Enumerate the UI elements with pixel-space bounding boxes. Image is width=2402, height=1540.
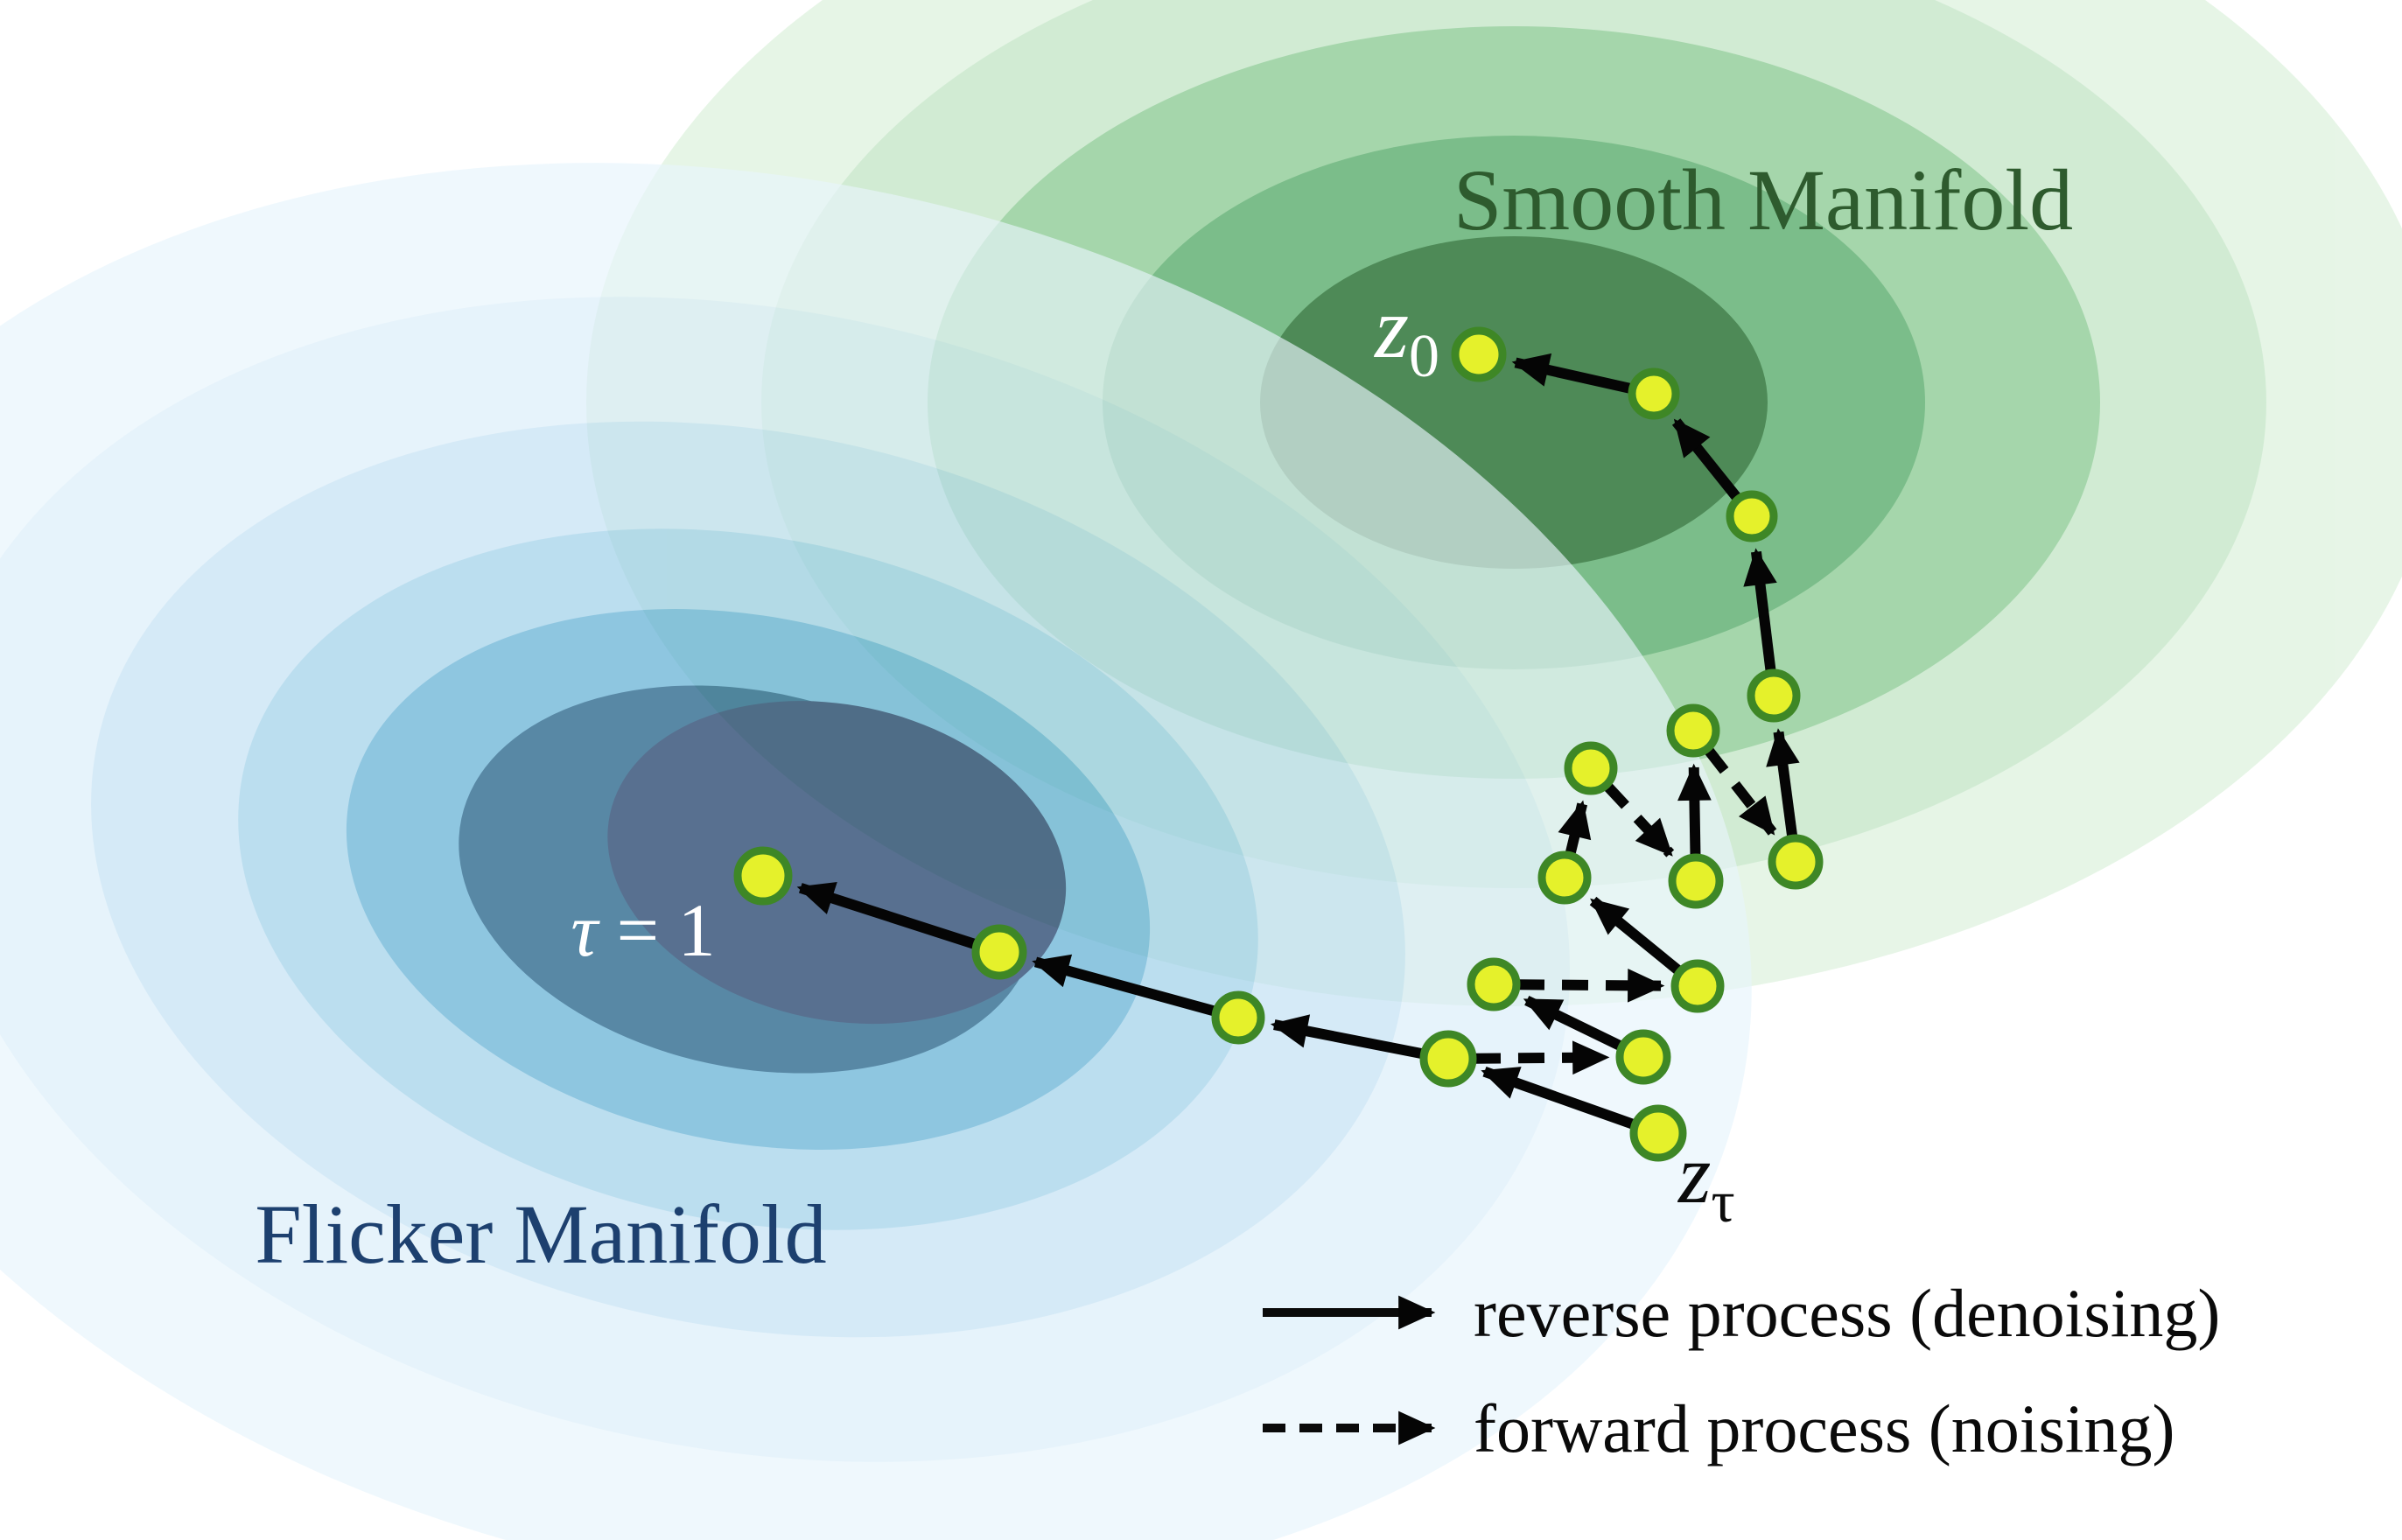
z-tau-label-main: z (1677, 1127, 1711, 1221)
flicker-manifold-ring-1 (607, 701, 1067, 1025)
latent-node-s7 (1668, 853, 1724, 909)
forward-process-arrow-s4-s8 (1704, 746, 1777, 836)
legend-label-reverse: reverse process (denoising) (1474, 1275, 2220, 1351)
latent-node-s2 (1726, 490, 1778, 542)
trajectory-edges-layer (796, 353, 1800, 1130)
z-tau-label-subscript: τ (1711, 1168, 1734, 1235)
latent-node-s6 (1537, 850, 1592, 905)
forward-process-arrow-s11-s12 (1474, 1040, 1610, 1075)
latent-node-tau1 (733, 846, 793, 906)
legend-row-forward-process: forward process (noising) (1263, 1390, 2174, 1466)
z-tau-label: zτ (1677, 1127, 1735, 1235)
reverse-process-arrow-s3-s2 (1743, 548, 1777, 672)
trajectory-nodes-layer (733, 326, 1824, 1162)
reverse-process-arrow-s1-z0 (1511, 353, 1632, 394)
latent-node-s11 (1419, 1030, 1477, 1088)
latent-node-f1 (1211, 990, 1265, 1045)
latent-node-s9 (1467, 957, 1521, 1012)
latent-node-s1 (1628, 368, 1680, 420)
reverse-process-arrow-s2-s1 (1671, 418, 1741, 501)
reverse-process-arrow-s11-f1 (1270, 1014, 1424, 1060)
reverse-process-arrow-s12-s9 (1523, 995, 1623, 1051)
latent-node-z_tau (1629, 1104, 1687, 1162)
reverse-process-arrow-s10-s6 (1589, 896, 1683, 975)
reverse-process-arrow-s7-s4 (1677, 763, 1712, 857)
forward-process-arrow-s9-s10 (1517, 968, 1665, 1003)
reverse-process-arrow-s8-s3 (1766, 728, 1800, 838)
latent-node-s5 (1564, 741, 1618, 795)
legend-layer: reverse process (denoising) forward proce… (1263, 1275, 2220, 1466)
z0-label-subscript: 0 (1409, 323, 1439, 390)
latent-node-s8 (1768, 834, 1824, 890)
reverse-process-arrow-s6-s5 (1558, 800, 1592, 856)
legend-row-reverse-process: reverse process (denoising) (1263, 1275, 2220, 1351)
equals-one-text: = 1 (598, 888, 716, 972)
latent-node-z0 (1451, 326, 1507, 382)
z0-label: z0 (1373, 279, 1439, 390)
tau-equals-1-label: τ = 1 (571, 888, 715, 972)
z0-label-main: z (1373, 279, 1409, 376)
legend-label-forward: forward process (noising) (1474, 1390, 2174, 1466)
smooth-manifold-title: Smooth Manifold (1453, 151, 2073, 248)
latent-node-f2 (971, 924, 1027, 980)
latent-node-s4 (1666, 704, 1720, 758)
flicker-manifold-title: Flicker Manifold (255, 1187, 826, 1281)
latent-node-s12 (1615, 1029, 1671, 1085)
forward-process-arrow-s5-s7 (1603, 782, 1675, 858)
tau-symbol: τ (571, 888, 600, 972)
reverse-process-arrow-f1-f2 (1032, 954, 1216, 1017)
latent-node-s10 (1670, 959, 1725, 1013)
reverse-process-arrow-f2-tau1 (796, 881, 977, 949)
latent-node-s3 (1747, 668, 1801, 723)
reverse-process-arrow-z_tau-s11 (1481, 1067, 1635, 1130)
